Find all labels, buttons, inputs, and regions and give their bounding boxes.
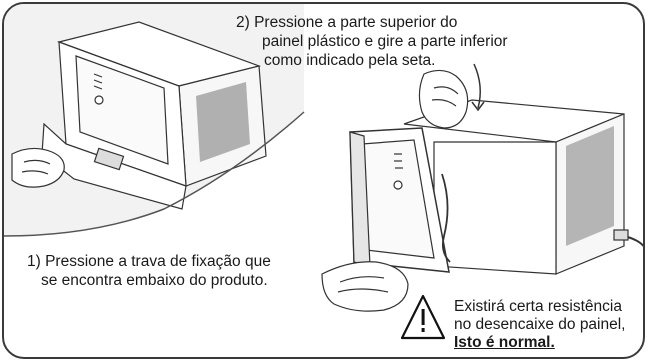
resistance-note: Existirá certa resistência no desencaixe… [454,298,626,352]
step-1-line-2: se encontra embaixo do produto. [41,272,268,289]
left-device-illustration [4,4,305,237]
step-1-instruction: 1) Pressione a trava de fixação que se e… [27,252,271,290]
step-2-line-2: painel plástico e gire a parte inferior [262,33,508,50]
instruction-panel: 2) Pressione a parte superior do painel … [2,2,645,359]
step-2-line-3: como indicado pela seta. [264,52,436,69]
note-line-3: Isto é normal. [454,334,555,351]
note-line-2: no desencaixe do painel, [454,316,626,333]
step-1-line-1: 1) Pressione a trava de fixação que [27,253,271,270]
left-vent-grille [196,82,250,162]
warning-triangle-icon [400,294,446,340]
right-device-illustration [321,63,643,312]
note-line-1: Existirá certa resistência [454,298,622,315]
step-2-instruction: 2) Pressione a parte superior do painel … [236,13,508,70]
step-2-line-1: 2) Pressione a parte superior do [236,14,458,31]
illustration-canvas [4,4,643,340]
right-vent-grille [566,126,614,246]
